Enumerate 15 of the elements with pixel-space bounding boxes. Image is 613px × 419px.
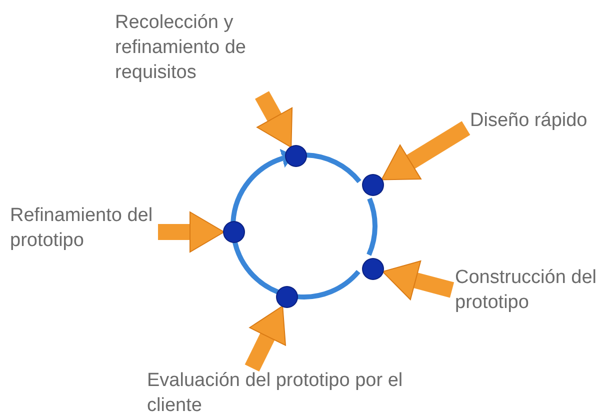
dot-marker — [224, 222, 244, 242]
step-label: Recolección y refinamiento de requisitos — [115, 10, 290, 85]
step-label: Construcción del prototipo — [455, 265, 605, 315]
block-arrow — [244, 305, 286, 372]
step-label: Diseño rápido — [470, 108, 610, 133]
block-arrow — [382, 260, 454, 300]
step-label: Refinamiento del prototipo — [10, 203, 158, 253]
dot-marker — [363, 175, 383, 195]
dot-marker — [277, 287, 297, 307]
dot-marker — [286, 146, 306, 166]
block-arrow — [158, 212, 224, 252]
dot-marker — [363, 259, 383, 279]
step-label: Evaluación del prototipo por el cliente — [147, 368, 407, 418]
block-arrow — [381, 121, 470, 180]
block-arrow — [255, 91, 293, 148]
